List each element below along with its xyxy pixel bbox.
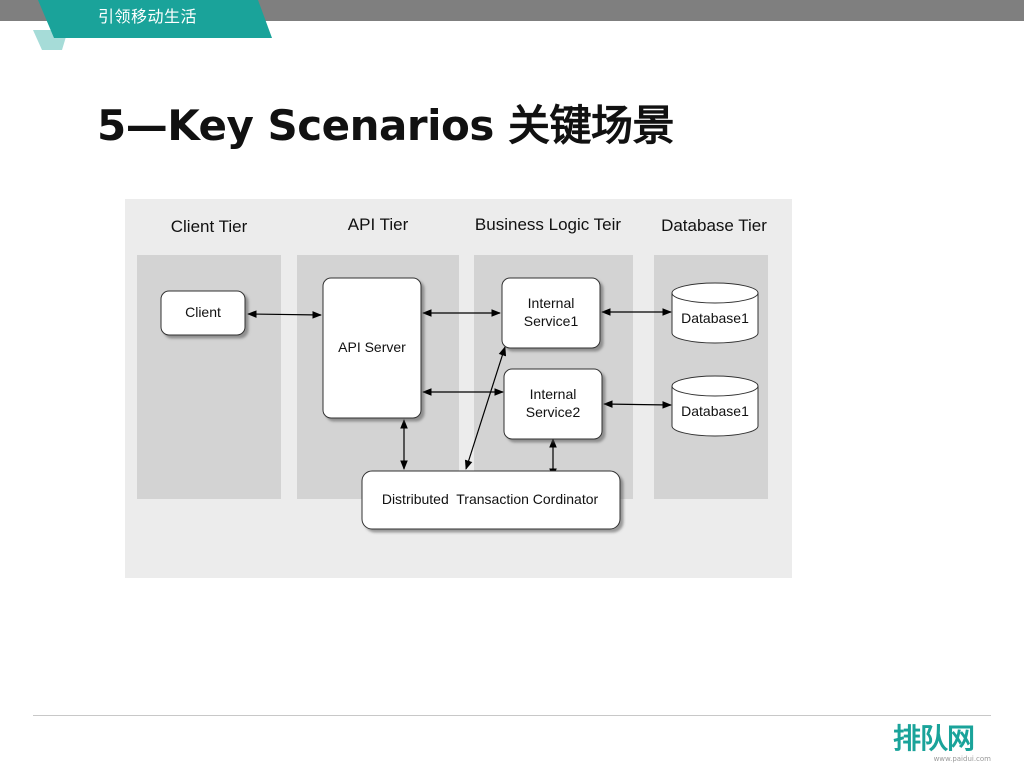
api-server-node: API Server [322, 277, 422, 419]
database1-bottom-label: Database1 [681, 403, 749, 419]
internal-service2-node: Internal Service2 [503, 368, 603, 440]
internal-service1-label-line1: Internal [528, 295, 575, 311]
connector-internal2-database1 [603, 400, 672, 409]
header-ribbon-text: 引领移动生活 [98, 7, 198, 26]
architecture-diagram: Client Tier API Tier Business Logic Teir… [125, 199, 792, 578]
transaction-coordinator-label: Distributed Transaction Cordinator [382, 491, 599, 507]
paidui-logo: 排队网 www.paidui.com [893, 722, 991, 766]
internal-service2-label-line2: Service2 [526, 404, 581, 420]
tier-api-label: API Tier [348, 215, 409, 234]
internal-service1-node: Internal Service1 [501, 277, 601, 349]
footer-divider [33, 715, 991, 716]
logo-url: www.paidui.com [933, 755, 991, 763]
header-ribbon [33, 0, 272, 50]
connector-client-api [247, 310, 322, 319]
database1-bottom-node: Database1 [671, 375, 759, 437]
internal-service2-label-line1: Internal [530, 386, 577, 402]
tier-database-label: Database Tier [661, 216, 767, 235]
tier-client-label: Client Tier [171, 217, 248, 236]
api-server-label: API Server [338, 339, 406, 355]
client-node-label: Client [185, 304, 221, 320]
tier-business-label: Business Logic Teir [475, 215, 621, 234]
transaction-coordinator-node: Distributed Transaction Cordinator [361, 470, 621, 530]
slide-title: 5—Key Scenarios 关键场景 [97, 101, 674, 150]
database1-top-node: Database1 [671, 282, 759, 344]
client-node: Client [160, 290, 246, 336]
logo-text: 排队网 [893, 722, 975, 755]
database1-top-label: Database1 [681, 310, 749, 326]
internal-service1-label-line2: Service1 [524, 313, 579, 329]
connector-coordinator-internal1 [464, 346, 507, 470]
